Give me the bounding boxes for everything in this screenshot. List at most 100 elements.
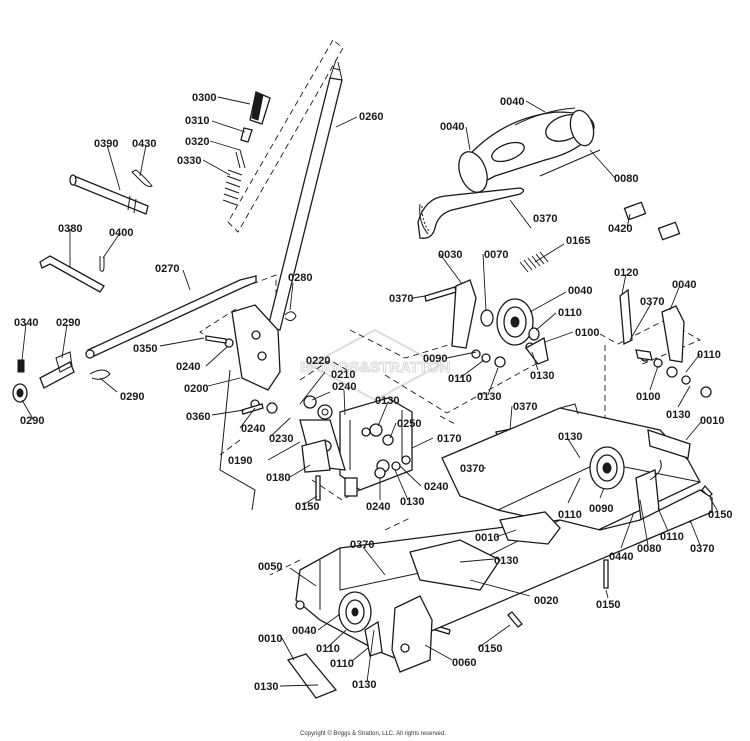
callout-0110-d: 0110 bbox=[558, 509, 582, 521]
callout-0370-d: 0370 bbox=[460, 463, 484, 475]
callout-0040-d: 0040 bbox=[292, 625, 316, 637]
callout-0010-a: 0010 bbox=[700, 415, 724, 427]
callout-0230: 0230 bbox=[269, 433, 293, 445]
rod-0400 bbox=[39, 255, 105, 293]
idler-pulley-0040 bbox=[480, 298, 540, 346]
callout-0070-b: 0080 bbox=[637, 543, 661, 555]
callout-0430: 0400 bbox=[109, 227, 133, 239]
callout-0270: 0260 bbox=[359, 111, 383, 123]
callout-0080-b: 0090 bbox=[589, 503, 613, 515]
callout-0290-left: 0290 bbox=[120, 391, 144, 403]
rod-end-assembly bbox=[12, 311, 297, 403]
callout-0370-g: 0370 bbox=[350, 539, 374, 551]
callout-0040-b: 0040 bbox=[440, 121, 464, 133]
callout-0150-b: 0150 bbox=[708, 509, 732, 521]
pin-0450 bbox=[131, 169, 153, 187]
callout-0350: 0330 bbox=[177, 155, 201, 167]
bracket-0100 bbox=[525, 336, 549, 365]
callout-0460: 0440 bbox=[609, 551, 633, 563]
link-0180 bbox=[301, 439, 331, 473]
callout-0030-a: 0030 bbox=[438, 249, 462, 261]
lift-bracket-0200 bbox=[219, 304, 281, 511]
callout-0370-a: 0350 bbox=[133, 343, 157, 355]
callout-0040-c: 0040 bbox=[568, 285, 592, 297]
callout-0440: 0420 bbox=[608, 223, 632, 235]
callout-0130-f: 0130 bbox=[558, 431, 582, 443]
callout-0130-a: 0130 bbox=[375, 395, 399, 407]
blade-belt-0040 bbox=[458, 107, 601, 193]
callout-0300: 0290 bbox=[20, 415, 44, 427]
callout-0360: 0340 bbox=[14, 317, 38, 329]
callout-0090-b: 0100 bbox=[636, 391, 660, 403]
callout-0150-c: 0150 bbox=[596, 599, 620, 611]
callout-0370-c: 0370 bbox=[389, 293, 413, 305]
watermark-logo: BRIGGS&STRATTON bbox=[300, 328, 451, 402]
callout-0240-c: 0240 bbox=[332, 381, 356, 393]
callout-0180: 0180 bbox=[266, 472, 290, 484]
callout-0370-f: 0370 bbox=[690, 543, 714, 555]
clip-0430 bbox=[99, 256, 105, 272]
callout-0010-c: 0010 bbox=[258, 633, 282, 645]
callout-0190: 0190 bbox=[228, 455, 252, 467]
rear-frame-0010 bbox=[441, 403, 701, 533]
callout-0150-a: 0150 bbox=[295, 501, 319, 513]
callout-0370-b: 0360 bbox=[186, 411, 210, 423]
callout-0070-a: 0070 bbox=[484, 249, 508, 261]
callout-0130-g: 0130 bbox=[494, 555, 518, 567]
callout-0165: 0165 bbox=[566, 235, 590, 247]
callout-0100-a: 0100 bbox=[575, 327, 599, 339]
callout-0100-b: 0110 bbox=[330, 658, 354, 670]
callout-0130-b: 0130 bbox=[400, 496, 424, 508]
bracket-0010-center bbox=[499, 511, 561, 545]
callout-0200: 0200 bbox=[184, 383, 208, 395]
callout-0240-d: 0240 bbox=[366, 501, 390, 513]
lift-lever-0270 bbox=[267, 59, 343, 331]
callout-0110-a: 0110 bbox=[558, 307, 582, 319]
callout-0130-d: 0130 bbox=[530, 370, 554, 382]
rear-pulley-0080 bbox=[589, 446, 625, 490]
spring-0350 bbox=[222, 149, 246, 206]
idler-arm-right-0030 bbox=[619, 288, 685, 363]
bracket-0100-front bbox=[364, 620, 383, 657]
callout-0090-a: 0090 bbox=[423, 353, 447, 365]
callout-0110-b: 0110 bbox=[448, 373, 472, 385]
bracket-0010-front bbox=[286, 653, 338, 699]
callout-0040-a: 0040 bbox=[500, 96, 524, 108]
callout-0310: 0290 bbox=[56, 317, 80, 329]
callout-0080-a: 0080 bbox=[614, 173, 638, 185]
callout-0130-e: 0130 bbox=[666, 409, 690, 421]
front-frame-0050 bbox=[295, 489, 713, 661]
decal-0440 bbox=[623, 201, 681, 241]
bushing-0210 bbox=[303, 395, 333, 420]
callout-0120: 0120 bbox=[614, 267, 638, 279]
callout-labels: 0300 0310 0320 0330 0260 0390 0430 0380 … bbox=[14, 92, 732, 693]
callout-0260: 0250 bbox=[397, 418, 421, 430]
callout-0210: 0210 bbox=[331, 369, 355, 381]
callout-0130-c: 0130 bbox=[477, 391, 501, 403]
mower-belt-0390 bbox=[417, 187, 525, 239]
callout-0020: 0020 bbox=[534, 595, 558, 607]
callout-0420: 0390 bbox=[94, 138, 118, 150]
callout-0240-a: 0240 bbox=[176, 361, 200, 373]
callout-0290-top: 0280 bbox=[288, 272, 312, 284]
callout-0110-c: 0110 bbox=[697, 349, 721, 361]
callout-0050: 0050 bbox=[258, 561, 282, 573]
callout-0380: 0370 bbox=[513, 401, 537, 413]
callout-0060: 0060 bbox=[452, 657, 476, 669]
callout-0340: 0320 bbox=[185, 136, 209, 148]
callout-0170: 0170 bbox=[437, 433, 461, 445]
callout-0110-e: 0110 bbox=[660, 531, 684, 543]
watermark-text: BRIGGS&STRATTON bbox=[300, 359, 450, 376]
callout-0220: 0220 bbox=[306, 355, 330, 367]
callout-0030-b: 0040 bbox=[672, 279, 696, 291]
callout-0400: 0380 bbox=[58, 223, 82, 235]
lift-rod-0280 bbox=[85, 275, 257, 359]
center-bracket-0170 bbox=[339, 397, 413, 497]
callout-0330: 0310 bbox=[185, 115, 209, 127]
callout-0280: 0270 bbox=[155, 263, 179, 275]
callout-0110-f: 0110 bbox=[316, 643, 340, 655]
callout-0370-e: 0370 bbox=[640, 296, 664, 308]
handle-grip-0320 bbox=[240, 91, 271, 143]
leader-lines bbox=[21, 96, 718, 687]
